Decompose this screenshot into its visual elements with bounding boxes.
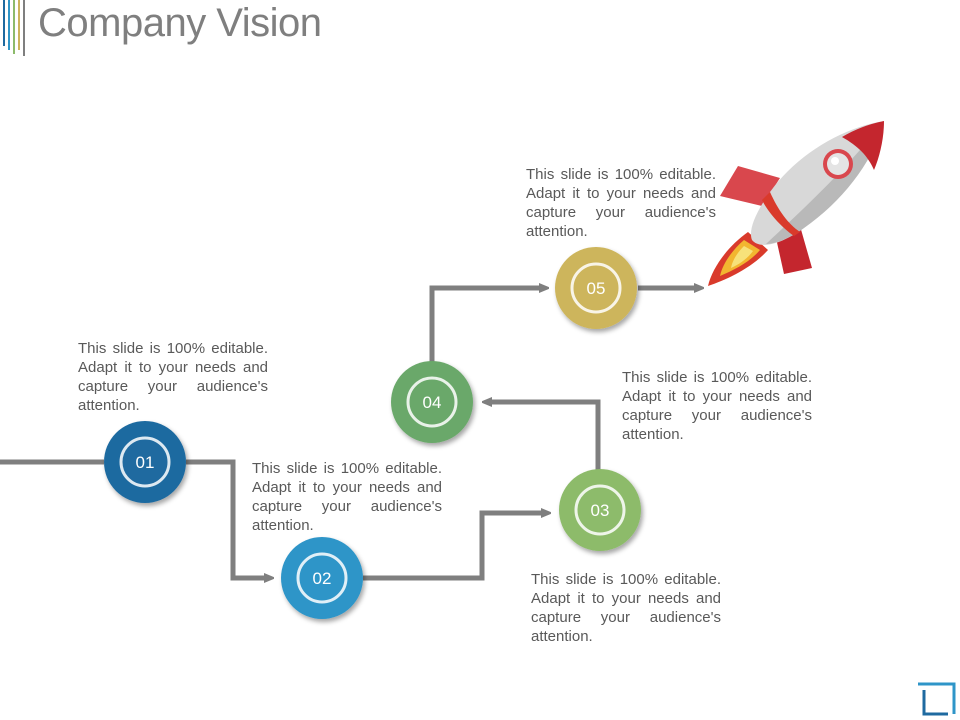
- step-05-description: This slide is 100% editable. Adapt it to…: [526, 166, 716, 240]
- step-number-label: 03: [591, 501, 610, 520]
- step-node-05: 05: [555, 247, 637, 329]
- connector-03-04: [486, 402, 601, 470]
- title-accent-lines: [3, 0, 25, 56]
- page-title: Company Vision: [38, 1, 322, 45]
- step-01-description: This slide is 100% editable. Adapt it to…: [78, 340, 268, 414]
- step-number-label: 02: [313, 569, 332, 588]
- connectors: [0, 288, 700, 578]
- step-number-label: 01: [136, 453, 155, 472]
- step-node-03: 03: [559, 469, 641, 551]
- step-node-inner-ring: [574, 484, 626, 536]
- step-node-inner-ring: [570, 262, 622, 314]
- step-number-label: 04: [423, 393, 442, 412]
- rocket-icon: [708, 121, 884, 286]
- corner-frame-icon: [918, 682, 956, 716]
- step-node-02: 02: [281, 537, 363, 619]
- connector-01-02: [186, 459, 270, 578]
- step-node-01: 01: [104, 421, 186, 503]
- step-04-description: This slide is 100% editable. Adapt it to…: [622, 369, 812, 443]
- connector-02-03: [363, 513, 547, 581]
- connector-04-05: [429, 288, 545, 362]
- step-node-04: 04: [391, 361, 473, 443]
- step-node-inner-ring: [296, 552, 348, 604]
- step-node-inner-ring: [406, 376, 458, 428]
- step-number-label: 05: [587, 279, 606, 298]
- step-node-inner-ring: [119, 436, 171, 488]
- step-02-description: This slide is 100% editable. Adapt it to…: [252, 460, 442, 534]
- step-03-description: This slide is 100% editable. Adapt it to…: [531, 571, 721, 645]
